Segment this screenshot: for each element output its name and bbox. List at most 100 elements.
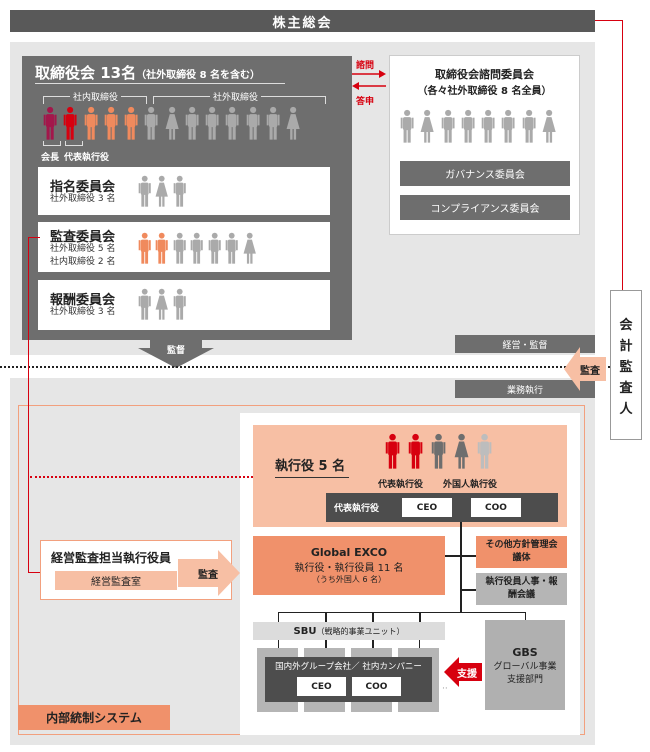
male-person-icon (138, 175, 151, 207)
executives-title: 執行役 5 名 (275, 455, 350, 478)
executive-members (385, 433, 493, 469)
female-person-icon (542, 109, 556, 143)
sbu-subtitle: （戦略的事業ユニット） (316, 626, 405, 636)
internal-directors-label: 社内取締役 (70, 90, 122, 103)
male-person-icon (431, 433, 446, 469)
auditor-label-char: 監 (619, 359, 633, 375)
org-connector (278, 612, 526, 622)
org-connector (419, 612, 421, 622)
male-person-icon (400, 109, 414, 143)
female-person-icon (165, 106, 179, 140)
advisory-committee: 取締役会諮問委員会 （各々社外取締役 8 名全員） ガバナンス委員会 コンプライ… (389, 55, 580, 235)
auditor-label-char: 人 (619, 401, 633, 417)
support-arrow (444, 657, 482, 687)
female-person-icon (155, 288, 169, 320)
female-person-icon (286, 106, 300, 140)
internal-audit-arrow (178, 550, 240, 596)
external-audit-arrow (564, 347, 606, 391)
male-person-icon (461, 109, 475, 143)
group-coo-box: COO (352, 677, 401, 696)
committee-members: 社外取締役 3 名 (50, 194, 116, 204)
male-person-icon (155, 232, 169, 264)
board-note: （社外取締役 8 名を含む） (136, 70, 261, 81)
committee-people (138, 175, 186, 207)
accounting-auditor: 会計監査人 (610, 290, 642, 440)
hr-compensation-meeting: 執行役員人事・報酬会議 (476, 573, 567, 605)
audit-committee: 監査委員会 社外取締役 5 名 社内取締役 2 名 (38, 222, 330, 272)
male-person-icon (173, 232, 186, 264)
compensation-committee: 報酬委員会 社外取締役 3 名 (38, 280, 330, 330)
sbu-connector (325, 640, 327, 648)
consult-label: 諮問 (356, 61, 375, 71)
global-exco-title: Global EXCO (310, 546, 388, 559)
male-person-icon (477, 433, 492, 469)
committee-members: 社外取締役 5 名 (50, 244, 116, 254)
gbs-line2: 支援部門 (506, 674, 543, 685)
board-title: 取締役会 13名 (35, 64, 137, 82)
male-person-icon (84, 106, 98, 140)
supervise-label: 監督 (166, 345, 185, 356)
internal-audit-dept: 経営監査室 (55, 571, 177, 590)
male-person-icon (501, 109, 515, 143)
male-person-icon (138, 288, 151, 320)
supervise-arrow (138, 340, 214, 368)
committee-members: 社外取締役 3 名 (50, 307, 116, 317)
sbu-connector (372, 640, 374, 648)
male-person-icon (173, 175, 186, 207)
rep-exec-bar: 代表執行役 CEO COO (326, 493, 558, 522)
auditor-label-char: 会 (619, 317, 633, 333)
auditor-connector-line (595, 20, 623, 292)
auditor-label-char: 計 (619, 338, 633, 354)
male-person-icon (138, 232, 151, 264)
gbs: GBS グローバル事業 支援部門 (485, 620, 565, 710)
advisory-members (400, 109, 556, 143)
business-execution-label: 業務執行 (455, 380, 595, 398)
female-person-icon (155, 175, 169, 207)
report-arrow-icon (352, 82, 386, 90)
sbu-connector (278, 640, 420, 648)
male-person-icon (441, 109, 455, 143)
foreign-exec-label: 外国人執行役 (443, 480, 498, 490)
rep-exec-bracket (65, 141, 83, 146)
org-connector (372, 612, 374, 622)
mgmt-supervision-label: 経営・監督 (455, 335, 595, 353)
male-person-icon (481, 109, 495, 143)
ceo-box: CEO (402, 498, 452, 517)
male-person-icon (266, 106, 280, 140)
internal-control-system-label: 内部統制システム (18, 705, 170, 730)
male-person-icon (208, 232, 221, 264)
org-connector (460, 522, 462, 612)
global-exco-members: 執行役・執行役員 11 名 (294, 563, 404, 574)
external-audit-label: 監査 (580, 366, 600, 377)
group-companies: 国内外グループ会社／ 社内カンパニー CEO COO (265, 657, 432, 702)
rep-exec-label: 代表執行役 (378, 480, 424, 490)
audit-dotted-line (30, 476, 253, 478)
org-connector (445, 555, 476, 557)
internal-audit-arrow-label: 監査 (198, 570, 218, 581)
male-person-icon (63, 106, 77, 140)
support-label: 支援 (457, 669, 477, 680)
consult-arrow-icon (352, 70, 386, 78)
committee-name: 監査委員会 (50, 230, 116, 245)
committee-name: 報酬委員会 (50, 293, 116, 308)
group-ceo-box: CEO (297, 677, 346, 696)
rep-exec-label: 代表執行役 (64, 153, 110, 163)
sbu-bar: SBU（戦略的事業ユニット） (253, 622, 445, 640)
compliance-committee: コンプライアンス委員会 (400, 195, 570, 220)
committee-members: 社内取締役 2 名 (50, 257, 116, 267)
gbs-title: GBS (512, 645, 538, 659)
male-person-icon (408, 433, 423, 469)
female-person-icon (243, 232, 256, 264)
executive-officers: 執行役 5 名 代表執行役 外国人執行役 代表執行役 CEO COO (253, 425, 567, 527)
male-person-icon (522, 109, 536, 143)
chairman-bracket (43, 141, 61, 146)
chairman-label: 会長 (41, 153, 60, 163)
female-person-icon (454, 433, 469, 469)
external-directors-label: 社外取締役 (210, 90, 262, 103)
gbs-line1: グローバル事業 (493, 661, 557, 672)
male-person-icon (190, 232, 204, 264)
governance-committee: ガバナンス委員会 (400, 161, 570, 186)
advisory-subtitle: （各々社外取締役 8 名全員） (417, 86, 552, 97)
male-person-icon (104, 106, 118, 140)
internal-audit-title: 経営監査担当執行役員 (51, 551, 172, 565)
